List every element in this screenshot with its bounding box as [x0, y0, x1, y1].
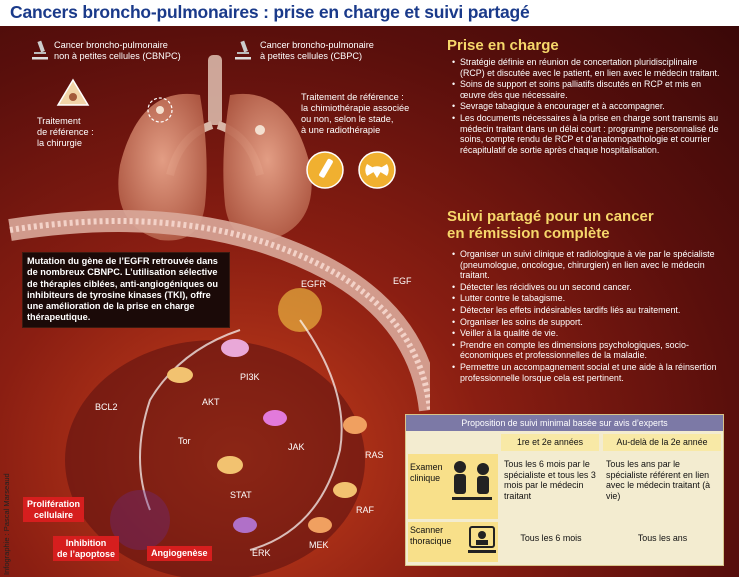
raf-label: RAF	[356, 505, 374, 515]
proliferation-tag: Prolifération cellulaire	[23, 497, 85, 522]
list-item: Veiller à la qualité de vie.	[452, 328, 727, 339]
row2-beyond-2: Tous les ans	[637, 533, 688, 543]
bcl2-label: BCL2	[95, 402, 118, 412]
raf-protein	[333, 482, 357, 498]
cbnpc-label: Cancer broncho-pulmonaire non à petites …	[54, 40, 181, 61]
list-item: Organiser un suivi clinique et radiologi…	[452, 249, 727, 281]
row1-years-1-2: Tous les 6 mois par le spécialiste et to…	[504, 459, 596, 501]
jak-protein	[263, 410, 287, 426]
chemo-label: Traitement de référence : la chimiothéra…	[301, 92, 410, 135]
radiation-icon	[358, 151, 396, 189]
scanner-icon	[468, 526, 496, 553]
list-item: Prendre en compte les dimensions psychol…	[452, 340, 727, 361]
erk-protein	[233, 517, 257, 533]
list-item: Détecter les récidives ou un second canc…	[452, 282, 727, 293]
apoptosis-inhibition-tag: Inhibition de l’apoptose	[53, 536, 120, 561]
row2-years-1-2: Tous les 6 mois	[520, 533, 582, 543]
list-item: Sevrage tabagique à encourager et à acco…	[452, 101, 724, 112]
lungs-illustration	[118, 55, 312, 241]
prise-en-charge-list: Stratégie définie en réunion de concerta…	[452, 57, 724, 156]
mek-label: MEK	[309, 540, 329, 550]
stat-label: STAT	[230, 490, 252, 500]
list-item: Organiser les soins de support.	[452, 317, 727, 328]
list-item: Soins de support et soins palliatifs dis…	[452, 79, 724, 100]
egfr-label: EGFR	[301, 279, 327, 289]
ras-label: RAS	[365, 450, 384, 460]
doctor-patient-icon	[452, 461, 492, 500]
ras-protein	[343, 416, 367, 434]
microscope-icon	[235, 40, 251, 60]
list-item: Les documents nécessaires à la prise en …	[452, 113, 724, 155]
akt-label: AKT	[202, 397, 220, 407]
list-item: Détecter les effets indésirables tardifs…	[452, 305, 727, 316]
tumor-sample-icon	[56, 78, 90, 106]
cell-membrane-diagram	[8, 210, 430, 577]
pi3k-protein	[221, 339, 249, 357]
microscope-icon	[32, 40, 48, 60]
suivi-list: Organiser un suivi clinique et radiologi…	[452, 249, 727, 384]
list-item: Stratégie définie en réunion de concerta…	[452, 57, 724, 78]
list-item: Permettre un accompagnement social et un…	[452, 362, 727, 383]
suivi-heading: Suivi partagé pour un cancer en rémissio…	[447, 208, 654, 242]
col-header-years-1-2: 1re et 2e années	[501, 434, 599, 451]
pi3k-label: PI3K	[240, 372, 260, 382]
egf-label: EGF	[393, 276, 412, 286]
list-item: Lutter contre le tabagisme.	[452, 293, 727, 304]
akt-protein	[167, 367, 193, 383]
credit: Infographie : Pascal Marseaud	[2, 473, 11, 575]
row1-label: Examen clinique	[410, 462, 443, 483]
follow-up-table: Proposition de suivi minimal basée sur a…	[405, 414, 724, 566]
egfr-mutation-text: Mutation du gène de l’EGFR retrouvée dan…	[22, 252, 230, 328]
erk-label: ERK	[252, 548, 271, 558]
prise-en-charge-heading: Prise en charge	[447, 37, 559, 54]
row1-beyond-2: Tous les ans par le spécialiste référent…	[606, 459, 711, 501]
page-title: Cancers broncho-pulmonaires : prise en c…	[10, 2, 530, 22]
col-header-beyond-2: Au-delà de la 2e année	[603, 434, 721, 451]
angiogenesis-tag: Angiogenèse	[147, 546, 212, 561]
jak-label: JAK	[288, 442, 305, 452]
table-caption: Proposition de suivi minimal basée sur a…	[406, 415, 723, 431]
cbpc-label: Cancer broncho-pulmonaire à petites cell…	[260, 40, 374, 61]
chemotherapy-icon	[306, 151, 344, 189]
signaling-proteins	[167, 339, 367, 533]
mek-protein	[308, 517, 332, 533]
tor-label: Tor	[178, 436, 191, 446]
surgery-label: Traitement de référence : la chirurgie	[37, 116, 94, 148]
row2-label: Scanner thoracique	[410, 525, 452, 546]
stat-protein	[217, 456, 243, 474]
